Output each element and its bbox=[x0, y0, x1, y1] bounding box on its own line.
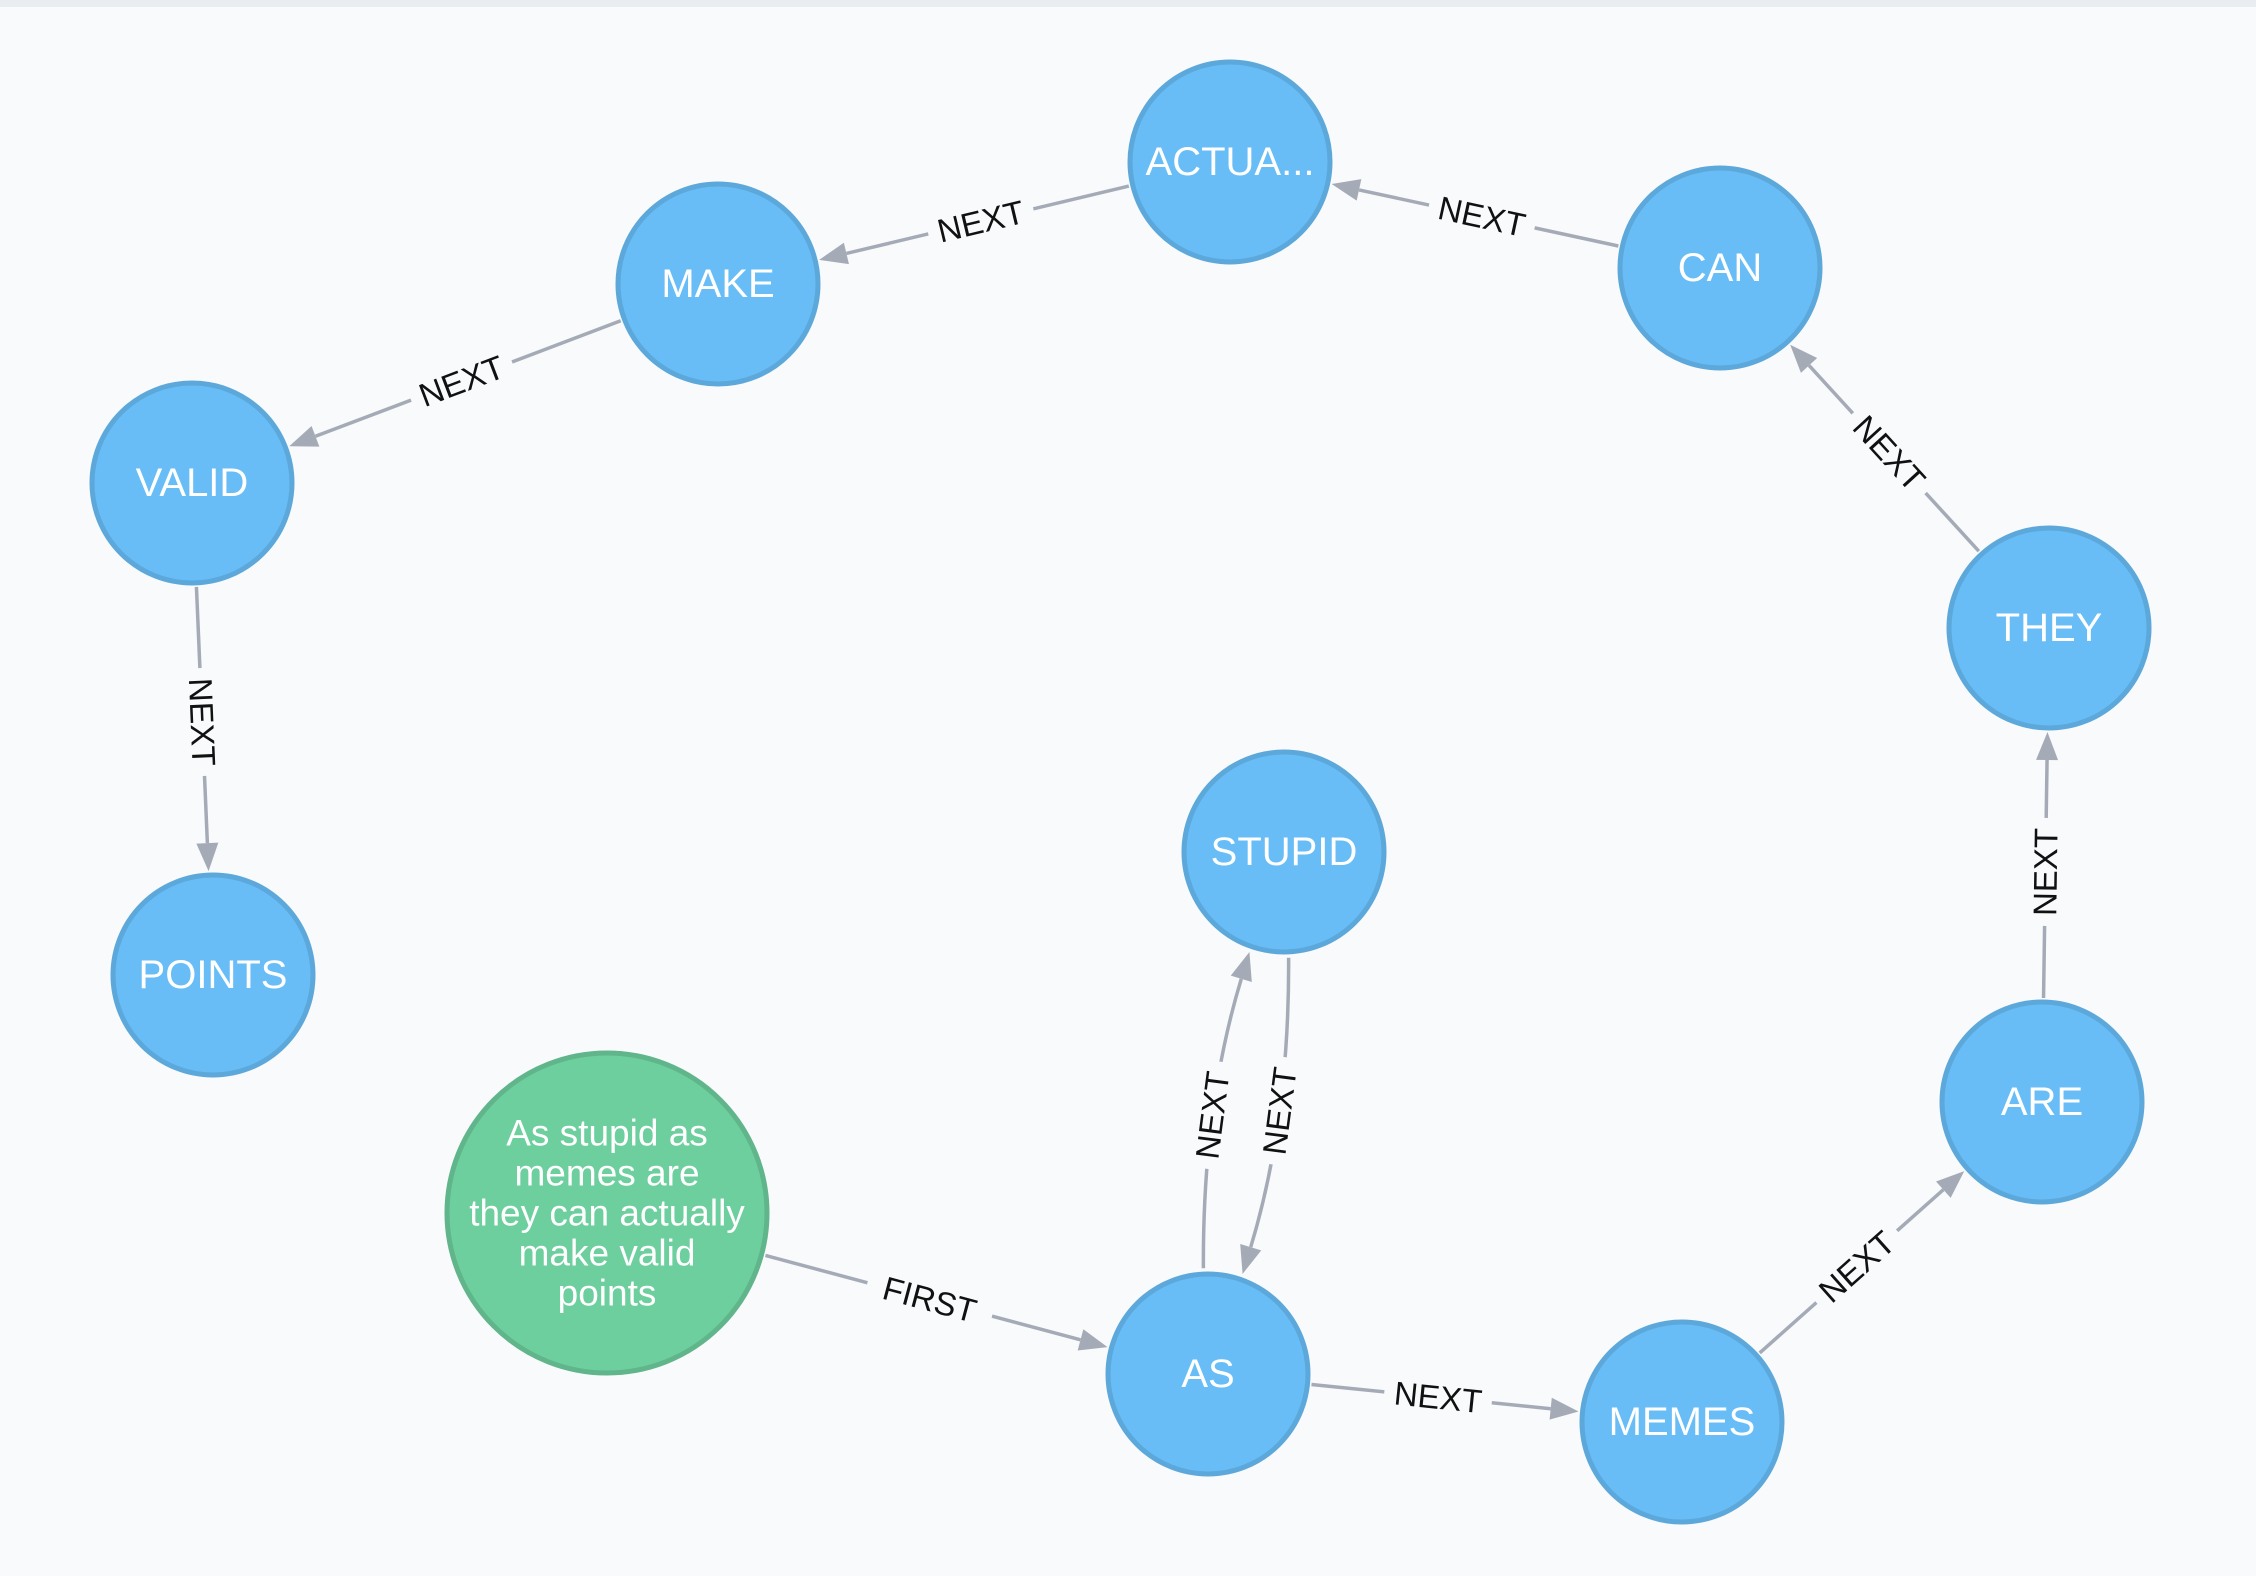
arrowhead-icon bbox=[289, 426, 320, 447]
edge-as-memes[interactable]: NEXT bbox=[1311, 1371, 1579, 1423]
edge-stupid-as[interactable]: NEXT bbox=[1240, 957, 1307, 1274]
edge-label: NEXT bbox=[1256, 1065, 1304, 1157]
node-label: AS bbox=[1181, 1352, 1234, 1396]
arrowhead-icon bbox=[1790, 344, 1818, 373]
edge-label-background bbox=[1382, 1371, 1494, 1423]
arrowhead-icon bbox=[819, 242, 849, 265]
edge-label: NEXT bbox=[1812, 1224, 1902, 1310]
node-as[interactable]: AS bbox=[1105, 1271, 1311, 1477]
edge-make-valid[interactable]: NEXT bbox=[289, 319, 622, 447]
node-valid[interactable]: VALID bbox=[89, 380, 295, 586]
edge-they-can[interactable]: NEXT bbox=[1790, 344, 1981, 553]
edge-as-stupid[interactable]: NEXT bbox=[1185, 952, 1252, 1269]
edge-label-background bbox=[2024, 817, 2067, 927]
node-label: ARE bbox=[2001, 1080, 2083, 1124]
edge-actually-make[interactable]: NEXT bbox=[819, 184, 1130, 265]
arrowhead-icon bbox=[1549, 1397, 1579, 1420]
edge-sentence-as[interactable]: FIRST bbox=[764, 1253, 1108, 1351]
edge-label-background bbox=[923, 189, 1038, 254]
edge-memes-are[interactable]: NEXT bbox=[1758, 1171, 1965, 1355]
node-memes[interactable]: MEMES bbox=[1579, 1319, 1785, 1525]
arrowhead-icon bbox=[1936, 1171, 1965, 1198]
edge-label-background bbox=[179, 667, 225, 777]
node-make[interactable]: MAKE bbox=[615, 181, 821, 387]
node-circle[interactable] bbox=[1181, 749, 1387, 955]
node-they[interactable]: THEY bbox=[1946, 525, 2152, 731]
node-circle[interactable] bbox=[1127, 59, 1333, 265]
edge-label-background bbox=[1424, 185, 1539, 248]
node-circle[interactable] bbox=[1617, 165, 1823, 371]
node-circle[interactable] bbox=[615, 181, 821, 387]
edge-label-background bbox=[1252, 1054, 1307, 1168]
edge-label: FIRST bbox=[879, 1269, 981, 1329]
edge-label-background bbox=[862, 1263, 998, 1336]
node-label: MEMES bbox=[1609, 1400, 1756, 1444]
node-circle[interactable] bbox=[1579, 1319, 1785, 1525]
node-label: VALID bbox=[136, 461, 249, 505]
node-caption-line: As stupid as bbox=[506, 1113, 708, 1154]
edge-label-background bbox=[1838, 399, 1941, 507]
arrowhead-icon bbox=[196, 842, 219, 872]
node-circle[interactable] bbox=[1946, 525, 2152, 731]
node-label: POINTS bbox=[139, 953, 288, 997]
edge-can-actually[interactable]: NEXT bbox=[1331, 179, 1619, 248]
node-label: ACTUA... bbox=[1146, 140, 1315, 184]
edge-label: NEXT bbox=[1392, 1374, 1483, 1420]
arrowhead-icon bbox=[1240, 1243, 1262, 1274]
node-points[interactable]: POINTS bbox=[110, 872, 316, 1078]
edge-valid-points[interactable]: NEXT bbox=[179, 586, 225, 872]
node-actually[interactable]: ACTUA... bbox=[1127, 59, 1333, 265]
node-caption-line: make valid bbox=[519, 1233, 696, 1274]
node-circle[interactable] bbox=[89, 380, 295, 586]
node-caption-line: points bbox=[558, 1273, 657, 1314]
arrowhead-icon bbox=[1331, 179, 1362, 201]
edge-label-background bbox=[1185, 1058, 1240, 1172]
edge-label: NEXT bbox=[2026, 828, 2064, 917]
edge-label-background bbox=[1803, 1215, 1911, 1318]
arrowhead-icon bbox=[1077, 1329, 1108, 1351]
node-label: MAKE bbox=[661, 262, 774, 306]
edge-are-they[interactable]: NEXT bbox=[2024, 731, 2067, 999]
edge-label: NEXT bbox=[414, 348, 509, 414]
edge-label-background bbox=[403, 343, 520, 419]
node-are[interactable]: ARE bbox=[1939, 999, 2145, 1205]
node-label: STUPID bbox=[1211, 830, 1358, 874]
node-circle[interactable] bbox=[1105, 1271, 1311, 1477]
node-label: THEY bbox=[1996, 606, 2103, 650]
edge-label: NEXT bbox=[182, 677, 223, 767]
node-circle[interactable] bbox=[110, 872, 316, 1078]
node-caption-line: they can actually bbox=[469, 1193, 745, 1234]
arrowhead-icon bbox=[1230, 952, 1252, 983]
node-circle[interactable] bbox=[444, 1050, 770, 1376]
node-label: CAN bbox=[1678, 246, 1762, 290]
edge-label: NEXT bbox=[1846, 408, 1933, 498]
node-caption-line: memes are bbox=[514, 1153, 699, 1194]
edge-label: NEXT bbox=[1188, 1069, 1236, 1161]
top-border bbox=[0, 0, 2256, 7]
node-circle[interactable] bbox=[1939, 999, 2145, 1205]
node-can[interactable]: CAN bbox=[1617, 165, 1823, 371]
node-stupid[interactable]: STUPID bbox=[1181, 749, 1387, 955]
arrowhead-icon bbox=[2036, 731, 2059, 761]
